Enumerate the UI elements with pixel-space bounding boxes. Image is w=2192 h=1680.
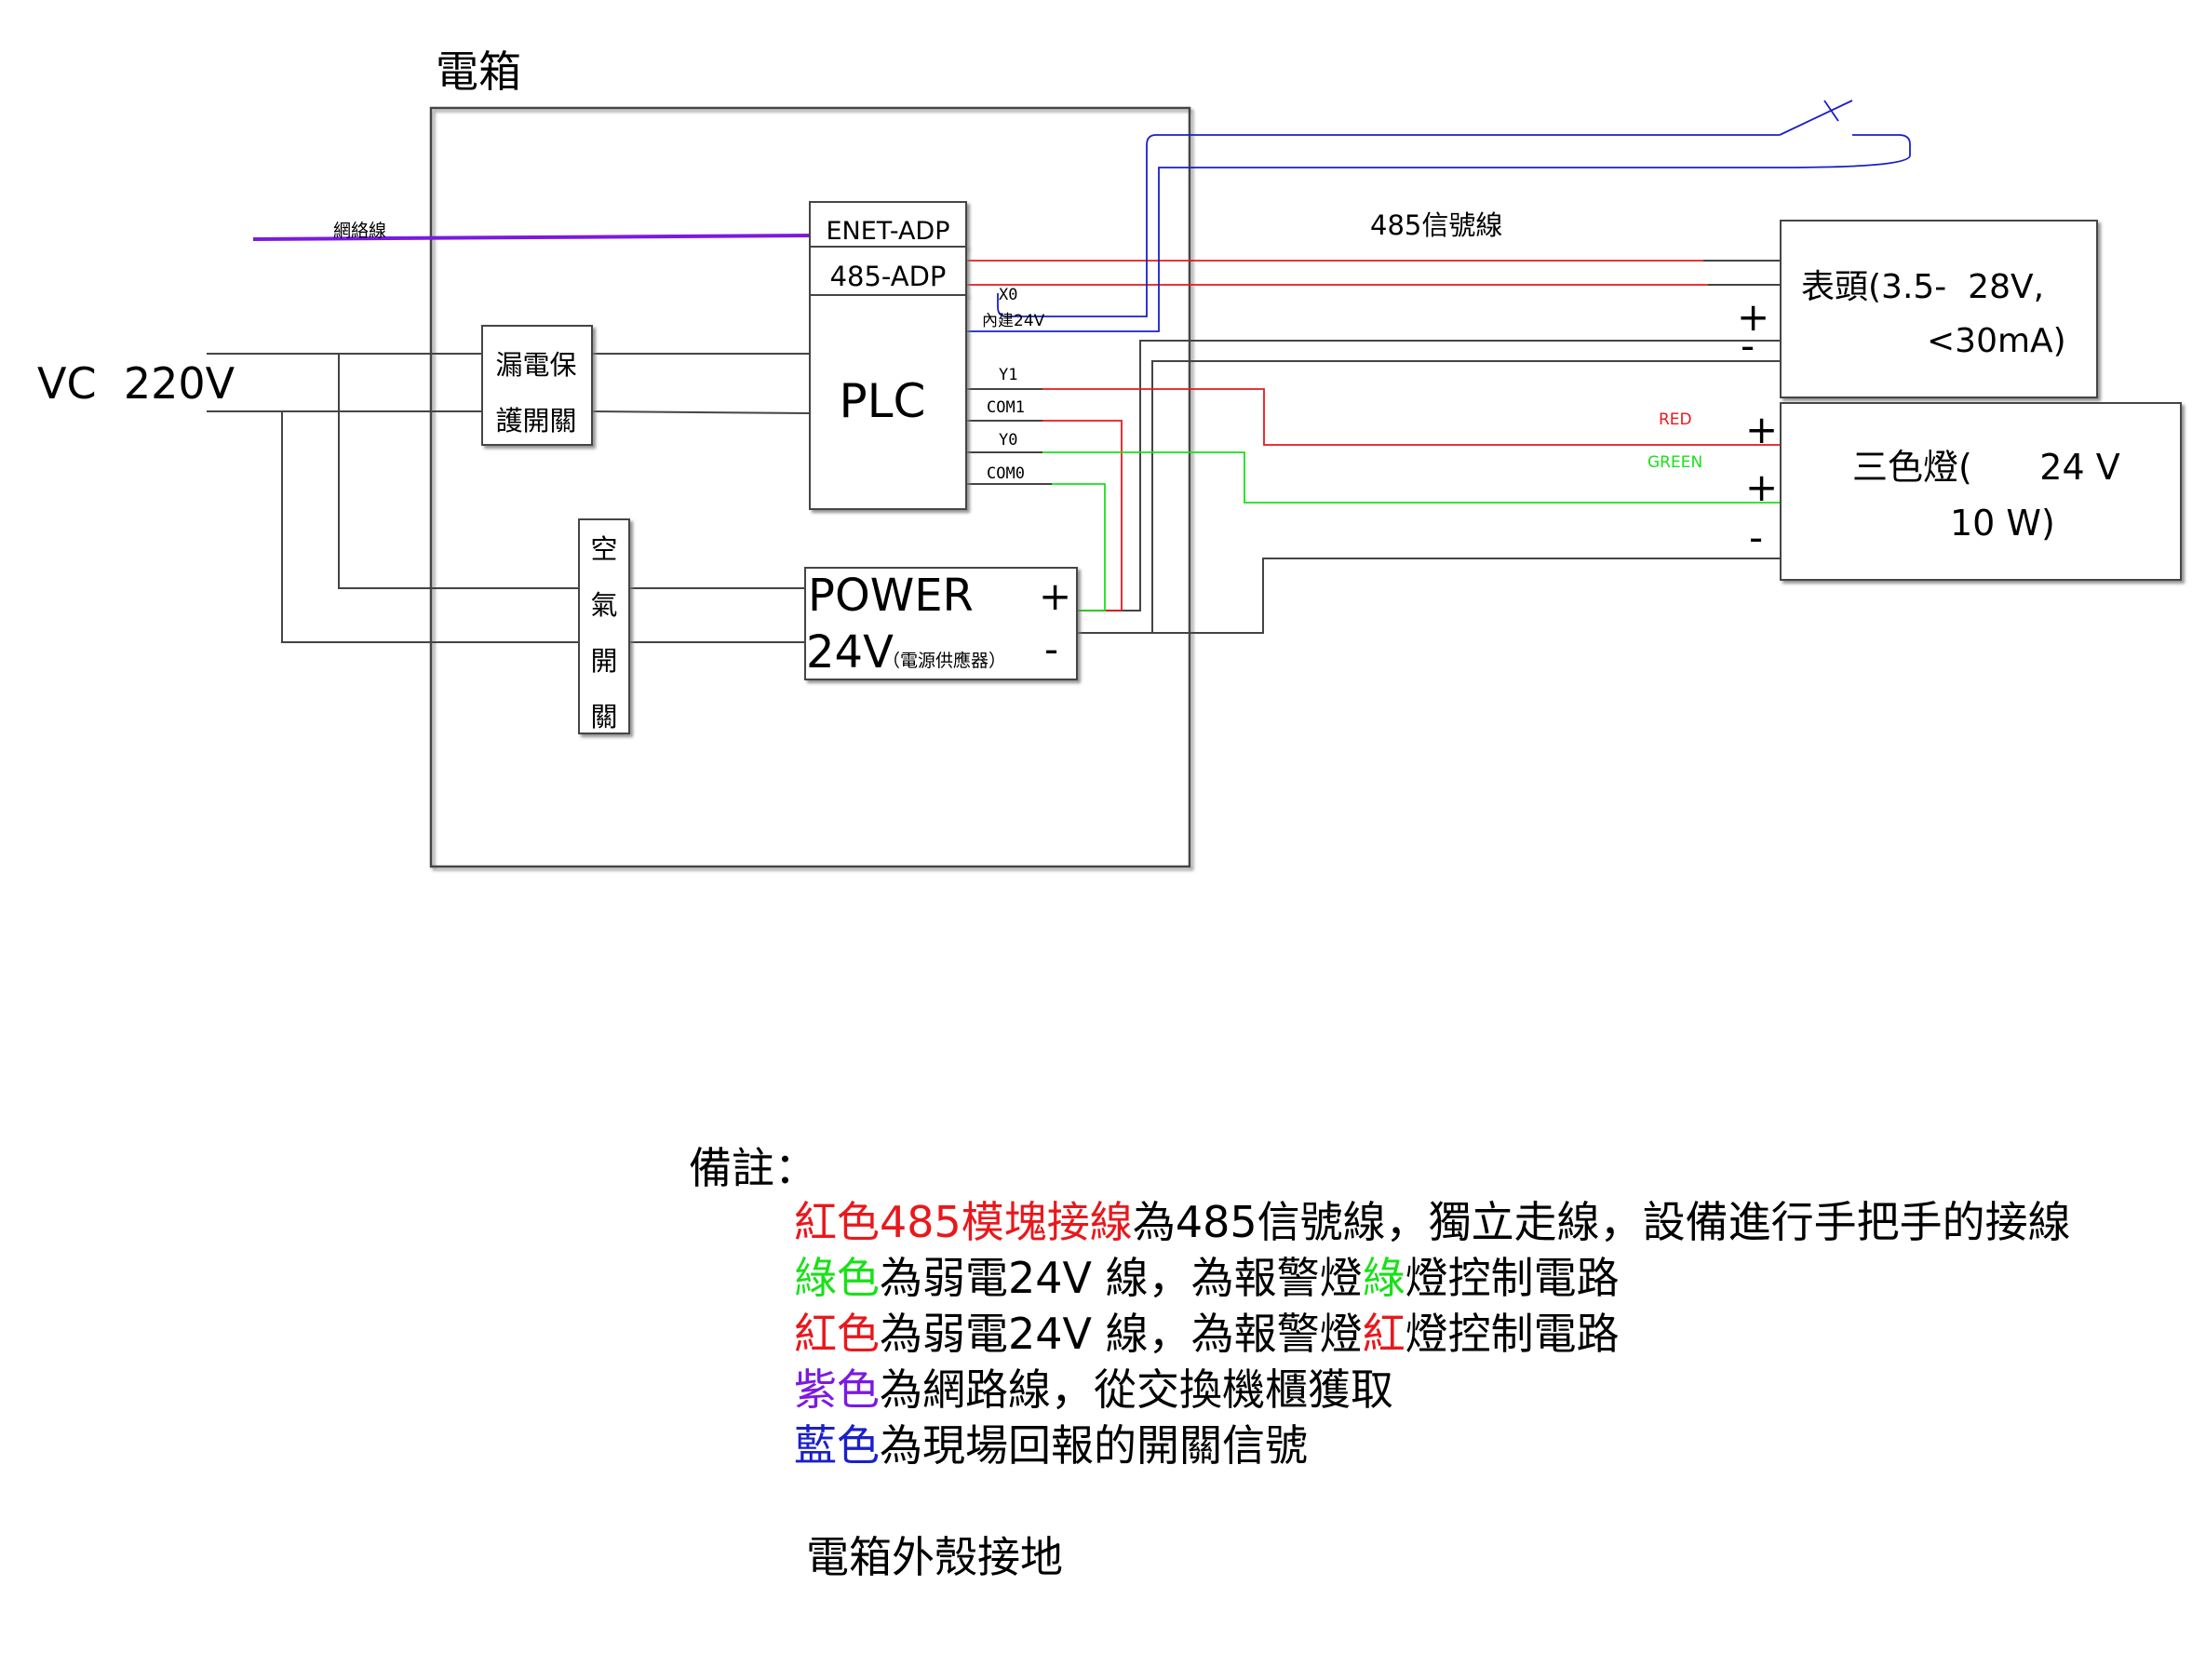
air-switch (578, 518, 630, 734)
green-wire-label: GREEN (1647, 453, 1702, 472)
enclosure-box (429, 106, 1191, 868)
plc-module (809, 294, 967, 510)
note-line-2: 綠色為弱電24V 線，為報警燈綠燈控制電路 (794, 1250, 1620, 1306)
supply-voltage-label: VC 220V (37, 358, 235, 409)
leakage-breaker (481, 325, 593, 446)
tower-light-plus-red: + (1745, 407, 1778, 452)
terminal-internal-24v: 內建24V (982, 312, 1045, 330)
note-line-1: 紅色485模塊接線為485信號線，獨立走線，設備進行手把手的接線 (794, 1194, 2071, 1250)
note-line-5-text: 為現場回報的開關信號 (880, 1420, 1308, 1471)
tower-light-label-1: 三色燈( 24 V (1852, 447, 2120, 488)
meter-label-1: 表頭(3.5- 28V, (1801, 268, 2044, 306)
adp-485-module (809, 246, 967, 296)
note-line-3-text-b: 燈控制電路 (1405, 1309, 1620, 1359)
meter-label-2: <30mA) (1927, 322, 2066, 360)
terminal-y0: Y0 (999, 431, 1017, 450)
tower-light-plus-green: + (1745, 464, 1778, 510)
note-line-4-color: 紫色 (794, 1364, 880, 1415)
note-line-2-text-b: 燈控制電路 (1405, 1253, 1620, 1303)
leakage-breaker-label-2: 護開關 (495, 405, 576, 437)
power-supply-sublabel: （電源供應器） (882, 650, 1006, 671)
terminal-x0: X0 (999, 286, 1017, 304)
note-line-5-color: 藍色 (794, 1420, 880, 1471)
note-footer: 電箱外殼接地 (806, 1532, 1063, 1582)
note-line-3-highlight: 紅 (1362, 1309, 1405, 1359)
air-switch-char-4: 關 (590, 701, 617, 732)
power-supply (804, 567, 1078, 680)
green-lamp-wires (1042, 451, 1781, 612)
air-switch-char-3: 開 (590, 645, 617, 677)
tower-light-device (1780, 402, 2182, 581)
enet-adp-module (809, 201, 967, 248)
notes-heading: 備註： (689, 1143, 817, 1193)
power-supply-minus: - (1044, 626, 1058, 672)
adp-485-label: 485-ADP (830, 261, 947, 292)
air-switch-char-1: 空 (590, 533, 617, 565)
power-supply-plus: + (1039, 573, 1071, 619)
leakage-breaker-label-1: 漏電保 (495, 349, 576, 381)
note-line-1-text: 為485信號線，獨立走線，設備進行手把手的接線 (1132, 1197, 2071, 1247)
note-line-3-color: 紅色 (794, 1309, 880, 1359)
tower-light-label-2: 10 W) (1950, 503, 2055, 544)
network-cable (252, 234, 811, 241)
note-line-2-highlight: 綠 (1362, 1253, 1405, 1303)
power-supply-label-1: POWER (808, 570, 974, 622)
air-switch-char-2: 氣 (590, 589, 617, 621)
meter-minus: - (1741, 323, 1755, 369)
meter-device (1780, 220, 2098, 398)
signal-485-label: 485信號線 (1370, 209, 1502, 241)
enet-adp-label: ENET-ADP (826, 217, 949, 246)
rs485-lines (966, 260, 1708, 286)
note-line-3-text-a: 為弱電24V 線，為報警燈 (880, 1309, 1363, 1359)
note-line-1-colored: 紅色485模塊接線 (794, 1197, 1133, 1247)
enclosure-title: 電箱 (436, 47, 521, 97)
note-line-4-text: 為網路線，從交換機櫃獲取 (880, 1364, 1393, 1415)
red-wire-label: RED (1659, 410, 1692, 429)
feedback-switch-wires (966, 100, 1911, 332)
tower-light-minus: - (1749, 515, 1763, 560)
meter-plus: + (1737, 294, 1769, 340)
power-supply-label-2: 24V (806, 626, 894, 679)
note-line-5: 藍色為現場回報的開關信號 (794, 1418, 1308, 1473)
plc-label: PLC (840, 374, 926, 428)
terminal-y1: Y1 (999, 366, 1017, 384)
note-line-4: 紫色為網路線，從交換機櫃獲取 (794, 1362, 1393, 1418)
note-line-2-text-a: 為弱電24V 線，為報警燈 (880, 1253, 1363, 1303)
terminal-com0: COM0 (987, 464, 1025, 483)
note-line-3: 紅色為弱電24V 線，為報警燈紅燈控制電路 (794, 1306, 1620, 1362)
network-cable-label: 網絡線 (333, 221, 386, 241)
note-line-2-color: 綠色 (794, 1253, 880, 1303)
terminal-com1: COM1 (987, 398, 1025, 417)
